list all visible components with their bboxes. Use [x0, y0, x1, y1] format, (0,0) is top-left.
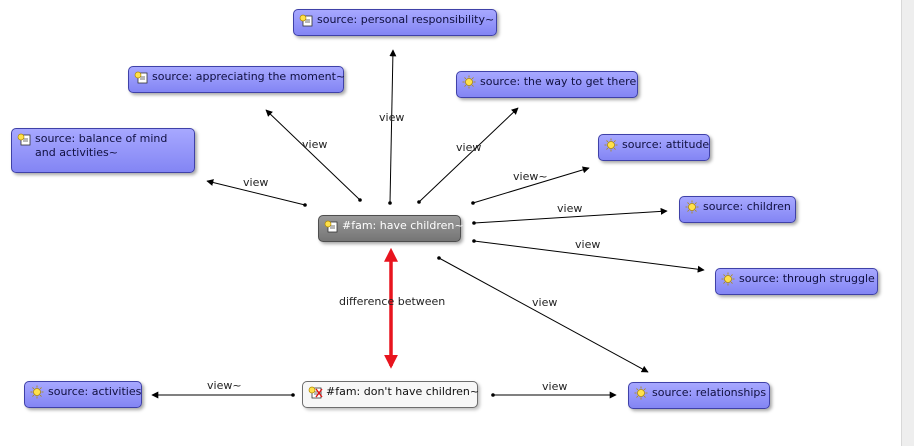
- edge-to-relationships[interactable]: [438, 257, 649, 373]
- sun-icon: [462, 75, 476, 89]
- edge-label-to-attitude: view~: [513, 170, 548, 183]
- node-through-struggle[interactable]: source: through struggle: [715, 268, 878, 295]
- edge-to-personal-responsibility[interactable]: [389, 49, 397, 204]
- edge-to-children[interactable]: [473, 207, 668, 224]
- edge-label-to-way-to-get-there: view: [456, 141, 482, 154]
- edge-to-way-to-get-there[interactable]: [418, 107, 519, 203]
- edge-label-difference: difference between: [339, 295, 446, 308]
- sun-icon: [685, 200, 699, 214]
- node-label: source: relationships: [652, 386, 767, 399]
- node-personal-responsibility[interactable]: source: personal responsibility~: [293, 9, 497, 36]
- node-label: #fam: have children~: [342, 219, 464, 232]
- edge-to-attitude[interactable]: [472, 166, 590, 204]
- node-label: source: the way to get there: [480, 75, 637, 88]
- node-attitude[interactable]: source: attitude: [598, 134, 710, 161]
- node-balance[interactable]: source: balance of mind and activities~: [11, 128, 195, 173]
- vertical-scrollbar[interactable]: [901, 0, 914, 446]
- document-cross-icon: [308, 386, 323, 399]
- node-label: source: balance of mind and activities~: [35, 132, 168, 159]
- edge-label-to-balance: view: [243, 176, 269, 189]
- edge-origin-dot: [358, 198, 362, 202]
- document-sun-icon: [17, 133, 31, 146]
- edge-origin-dot: [472, 239, 476, 243]
- edge-origin-dot: [472, 221, 476, 225]
- node-label: source: activities: [48, 385, 142, 398]
- node-dont-have-children[interactable]: #fam: don't have children~: [302, 381, 480, 408]
- node-children[interactable]: source: children: [679, 196, 796, 223]
- node-way-to-get-there[interactable]: source: the way to get there: [456, 71, 638, 98]
- node-activities[interactable]: source: activities: [24, 381, 142, 408]
- edge-label-to-through-struggle: view: [575, 238, 601, 251]
- node-label: source: personal responsibility~: [317, 13, 495, 26]
- sun-icon: [604, 138, 618, 152]
- node-label: source: through struggle: [739, 272, 875, 285]
- node-label: source: attitude: [622, 138, 710, 151]
- edge-label-dont-to-relationships: view: [542, 380, 568, 393]
- sun-icon: [634, 386, 648, 400]
- edge-origin-dot: [437, 256, 441, 260]
- edge-origin-dot: [491, 393, 495, 397]
- edge-origin-dot: [417, 200, 421, 204]
- edge-to-appreciating-moment[interactable]: [265, 109, 361, 201]
- edge-label-to-appreciating-moment: view: [302, 138, 328, 151]
- edge-to-balance[interactable]: [206, 179, 306, 206]
- edge-origin-dot: [471, 201, 475, 205]
- edge-to-through-struggle[interactable]: [473, 240, 705, 273]
- document-sun-icon: [134, 71, 148, 84]
- document-sun-icon: [299, 14, 313, 27]
- sun-icon: [721, 272, 735, 286]
- edge-origin-dot: [291, 393, 295, 397]
- edge-origin-dot: [388, 201, 392, 205]
- edge-label-to-personal-responsibility: view: [379, 111, 405, 124]
- sun-icon: [30, 385, 44, 399]
- node-have-children[interactable]: #fam: have children~: [318, 215, 464, 242]
- edge-origin-dot: [303, 203, 307, 207]
- node-label: #fam: don't have children~: [326, 385, 480, 398]
- document-sun-icon: [324, 220, 338, 233]
- edge-label-to-children: view: [557, 202, 583, 215]
- node-label: source: appreciating the moment~: [152, 70, 346, 83]
- node-label: source: children: [703, 200, 791, 213]
- node-appreciating-moment[interactable]: source: appreciating the moment~: [128, 66, 346, 93]
- edge-label-to-relationships: view: [532, 296, 558, 309]
- edge-label-to-activities: view~: [207, 379, 242, 392]
- node-relationships[interactable]: source: relationships: [628, 382, 770, 409]
